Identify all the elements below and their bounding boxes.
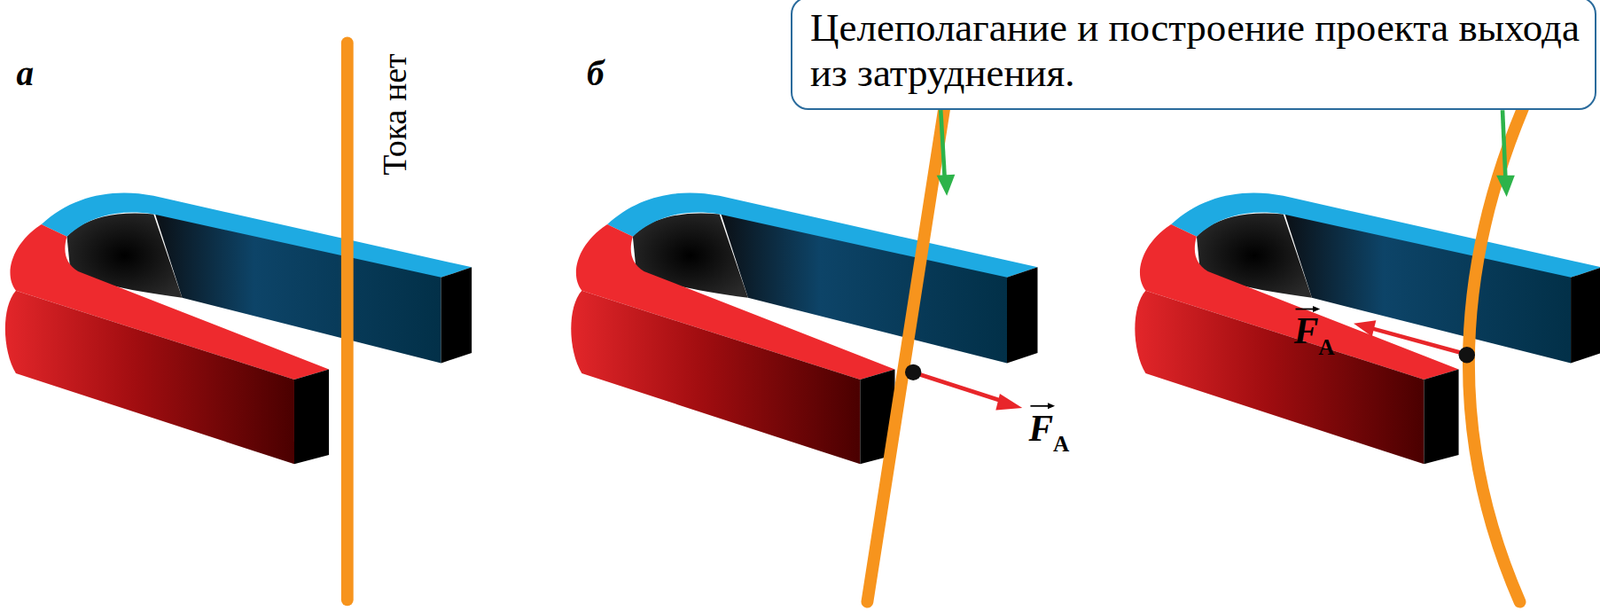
force-arrow-head [995, 393, 1023, 410]
horseshoe-magnet [570, 192, 1038, 464]
force-arrow-head [1353, 320, 1376, 336]
wire [866, 92, 947, 602]
panel-letter: б [586, 55, 605, 91]
wire [1468, 92, 1530, 602]
current-arrow-head [936, 174, 956, 196]
force-symbol: F [1294, 312, 1320, 350]
callout-box: Целеполагание и построение проекта выход… [790, 0, 1597, 110]
force-subscript: A [1053, 432, 1070, 455]
wire-point [905, 364, 921, 381]
current-arrow [940, 109, 945, 180]
vector-sign [1312, 305, 1320, 313]
current-arrow [1502, 109, 1506, 180]
force-subscript: A [1318, 335, 1335, 359]
note-text: Тока нет [376, 53, 411, 175]
horseshoe-magnet [1134, 192, 1600, 464]
panel-letter: а [15, 55, 34, 91]
callout-text: Целеполагание и построение проекта выход… [810, 5, 1585, 96]
force-arrow [1372, 327, 1462, 353]
horseshoe-magnet [5, 192, 472, 464]
vector-sign [1030, 405, 1051, 407]
current-arrow-head [1496, 175, 1515, 197]
wire-point [1459, 346, 1476, 363]
wire [341, 42, 354, 600]
force-arrow [916, 373, 1006, 402]
force-symbol: F [1028, 410, 1054, 447]
vector-sign [1047, 402, 1055, 409]
